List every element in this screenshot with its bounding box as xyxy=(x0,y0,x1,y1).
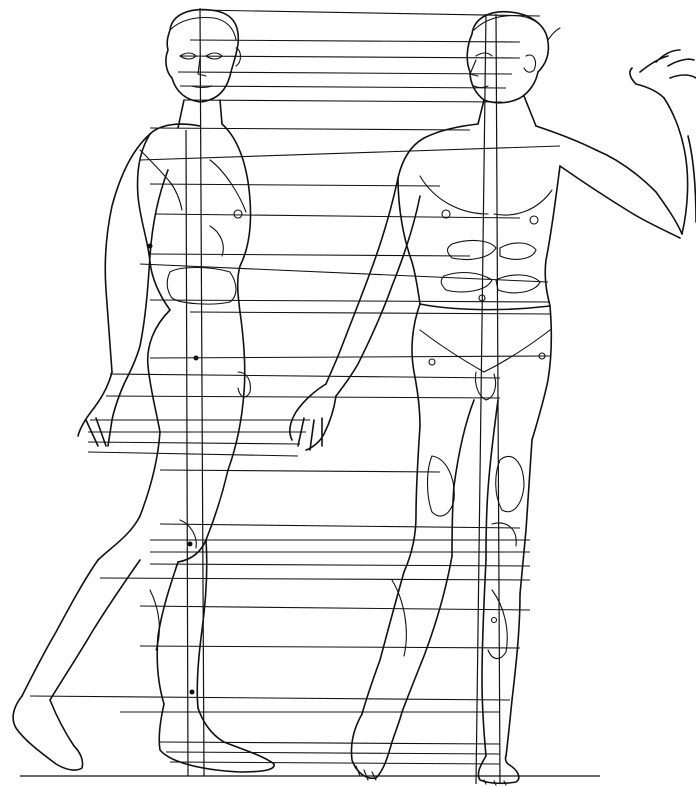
front-torso-right xyxy=(545,166,560,306)
guide-line-shin xyxy=(100,578,530,580)
guide-line-mouth xyxy=(180,86,506,88)
guide-line-crown xyxy=(200,10,540,16)
guide-line-calf xyxy=(140,606,530,610)
side-front-thigh xyxy=(228,312,245,470)
guide-line-crotch xyxy=(106,396,500,398)
guide-line-hips xyxy=(190,312,550,314)
front-hair xyxy=(474,16,560,40)
side-front-shin xyxy=(197,540,207,708)
front-shin-left-outer xyxy=(362,572,404,714)
vertical-axes xyxy=(186,8,500,784)
side-nipple xyxy=(234,210,242,218)
front-abs-upper xyxy=(448,241,497,260)
side-marker-knee xyxy=(188,542,193,547)
front-hand-right xyxy=(630,50,696,98)
front-hip-marker-left xyxy=(429,359,435,365)
front-shin-right-outer xyxy=(506,594,520,756)
front-eye xyxy=(476,53,492,56)
side-figure-axis-2 xyxy=(186,130,188,776)
guide-line-instep xyxy=(166,752,500,754)
side-marker-shoulder xyxy=(148,244,153,249)
front-thigh-left-outer xyxy=(404,426,420,572)
guide-line-calf-low xyxy=(140,646,520,648)
side-nose xyxy=(198,58,206,76)
front-shin-right-inner xyxy=(482,560,486,756)
front-mouth xyxy=(474,86,488,88)
front-nipple-right xyxy=(530,216,538,224)
side-hair xyxy=(170,18,236,41)
guide-line-foot xyxy=(170,762,500,764)
side-front-calf xyxy=(157,562,178,704)
front-hip-left xyxy=(412,304,420,426)
guide-line-nipples xyxy=(156,214,520,218)
guide-line-chin xyxy=(184,100,502,102)
front-abs-upper-r xyxy=(500,243,536,259)
front-pec-left xyxy=(420,176,488,214)
front-genital xyxy=(475,372,495,400)
guide-line-heel xyxy=(160,742,500,744)
front-thigh-right-outer xyxy=(520,440,532,594)
front-abs-mid-r xyxy=(496,275,540,293)
front-knee-right xyxy=(492,523,516,546)
guide-line-eyes xyxy=(180,56,520,58)
side-back-thigh xyxy=(98,432,160,560)
side-back-foot xyxy=(13,696,82,770)
front-pec-right xyxy=(494,190,552,215)
front-upper-arm-right-inner xyxy=(560,166,680,238)
guide-line-neck xyxy=(150,128,470,130)
front-hand-left xyxy=(290,384,336,450)
front-ankle-marker xyxy=(492,618,497,623)
side-back-shin xyxy=(50,560,140,700)
side-marker-hip xyxy=(194,356,199,361)
front-ear xyxy=(524,55,536,72)
front-thigh-left-inner xyxy=(452,400,474,556)
side-figure-axis xyxy=(200,8,204,776)
front-foot-right xyxy=(478,756,518,783)
side-ribs xyxy=(210,226,223,256)
front-shoulder-left xyxy=(398,124,478,178)
guide-line-hands-low xyxy=(88,442,300,444)
side-pec xyxy=(210,160,246,212)
guide-line-knee-top xyxy=(160,524,520,528)
front-upper-arm-right xyxy=(596,150,682,234)
front-abs-mid xyxy=(441,273,492,292)
side-marker-ankle xyxy=(190,690,195,695)
front-groin-line xyxy=(420,330,550,372)
side-calf-muscle xyxy=(150,590,159,650)
front-forearm-right xyxy=(664,98,688,234)
guide-line-groin xyxy=(110,374,500,378)
guide-line-nose xyxy=(178,72,512,74)
front-figure-axis-2 xyxy=(496,14,500,784)
side-upper-arm xyxy=(105,134,150,372)
proportion-guide-lines xyxy=(20,10,600,776)
side-view-figure xyxy=(13,10,274,772)
side-upper-arm-inner xyxy=(124,170,168,384)
guide-line-ankle-top xyxy=(30,696,510,700)
guide-line-pelvis xyxy=(150,356,550,358)
guide-line-brow xyxy=(190,40,520,42)
side-forearm xyxy=(94,372,112,408)
front-foot-left xyxy=(351,712,402,778)
guide-line-belly xyxy=(150,300,550,302)
front-forearm-right-inner xyxy=(688,136,696,222)
front-upper-arm-left-inner xyxy=(336,196,420,396)
front-quad-left xyxy=(428,456,455,516)
side-hand xyxy=(78,384,124,446)
side-shoulder xyxy=(150,124,200,134)
front-upper-arm-left xyxy=(326,178,398,384)
guide-line-ribs xyxy=(150,254,470,256)
side-back-calf xyxy=(22,560,98,696)
front-belt xyxy=(420,304,550,310)
front-hip-right xyxy=(532,306,551,440)
front-quad-right xyxy=(496,456,524,511)
side-buttock xyxy=(148,310,170,432)
guide-line-fingertips xyxy=(88,452,298,456)
